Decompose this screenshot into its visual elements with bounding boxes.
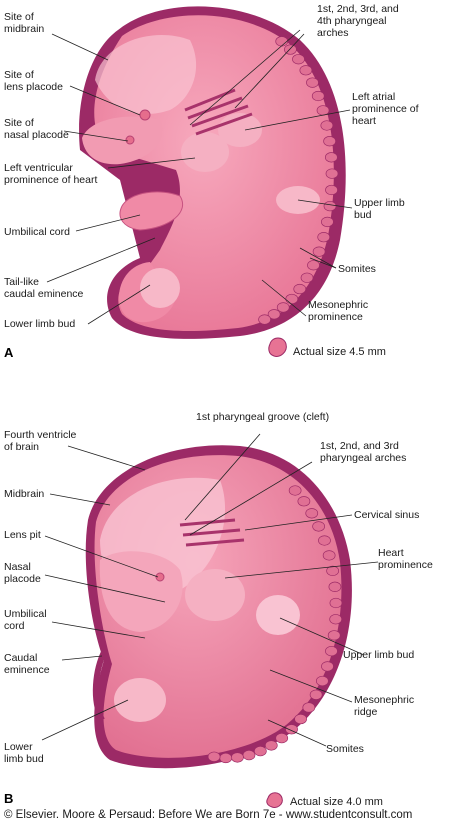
somite: [242, 749, 256, 761]
somite: [275, 36, 289, 47]
somite: [317, 232, 331, 243]
somite: [300, 272, 314, 283]
somite: [292, 54, 305, 65]
somite: [320, 120, 334, 131]
somite: [311, 90, 325, 102]
somite: [325, 152, 338, 163]
somite: [231, 752, 244, 763]
label-b-cervical: Cervical sinus: [354, 509, 419, 521]
somite: [309, 689, 323, 700]
actual-size-a: Actual size 4.5 mm: [293, 346, 386, 358]
somites-a: [258, 36, 339, 325]
somite: [294, 713, 307, 725]
somite: [312, 246, 326, 257]
somite: [258, 314, 271, 325]
label-a-umbilical: Umbilical cord: [4, 226, 70, 238]
label-a-lower-limb: Lower limb bud: [4, 318, 75, 330]
leader-lines-a: [46, 29, 353, 325]
somite: [328, 581, 342, 592]
label-b-midbrain: Midbrain: [4, 488, 44, 500]
label-a-somites: Somites: [338, 263, 376, 275]
somite: [219, 752, 233, 764]
somite: [321, 661, 334, 672]
leader-lines-b: [41, 433, 379, 747]
label-b-groove: 1st pharyngeal groove (cleft): [196, 411, 329, 423]
somite: [322, 550, 336, 561]
somite: [253, 745, 267, 757]
copyright-notice: © Elsevier. Moore & Persaud: Before We a…: [4, 809, 413, 821]
somite: [325, 168, 339, 179]
embryo-b: [85, 445, 352, 769]
somite: [327, 630, 341, 641]
somite: [264, 740, 278, 751]
somite: [267, 309, 281, 320]
label-b-lens-pit: Lens pit: [4, 529, 41, 541]
somite: [307, 260, 320, 271]
actual-size-b: Actual size 4.0 mm: [290, 796, 383, 808]
actual-size-icon-b: [266, 792, 283, 808]
somites-b: [207, 485, 343, 764]
somite: [326, 565, 339, 577]
panel-label-b: B: [4, 791, 13, 806]
somite: [329, 614, 343, 625]
somite: [288, 485, 302, 496]
embryo-a: [79, 6, 346, 339]
label-b-upper-limb: Upper limb bud: [343, 649, 414, 661]
somite: [321, 216, 334, 228]
somite: [323, 200, 337, 212]
actual-size-icon-a: [268, 337, 287, 357]
somite: [315, 675, 329, 687]
somite: [207, 751, 221, 762]
somite: [306, 77, 319, 88]
somite: [323, 136, 336, 147]
somite: [297, 496, 311, 507]
somite: [285, 293, 299, 305]
somite: [276, 302, 290, 313]
somite: [329, 597, 343, 609]
somite: [316, 105, 330, 116]
somite: [318, 535, 331, 546]
panel-label-a: A: [4, 345, 14, 360]
somite: [305, 508, 319, 519]
somite: [293, 283, 307, 295]
somite: [312, 521, 325, 532]
somite: [299, 65, 313, 76]
somite: [275, 732, 289, 744]
somite: [325, 645, 338, 657]
label-b-somites: Somites: [326, 743, 364, 755]
somite: [325, 184, 338, 196]
somite: [302, 702, 316, 713]
